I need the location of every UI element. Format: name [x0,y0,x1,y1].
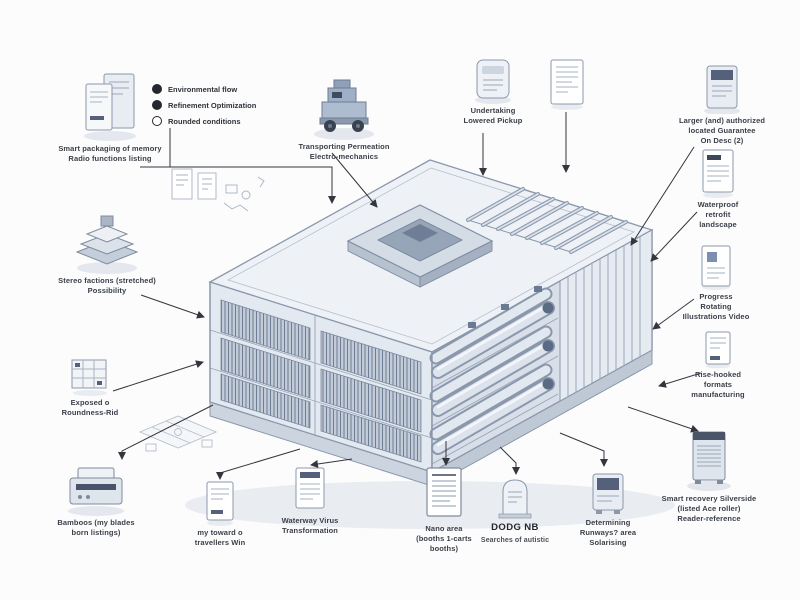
callout-label: Bamboos (my blades born listings) [57,518,135,537]
callout-formats: Rise-hooked formats manufacturing [672,330,764,399]
sketch-cluster-a [171,168,265,212]
callout-label: Undertaking Lowered Pickup [463,106,523,125]
callout-label: my toward o travellers Win [194,528,246,547]
stacked-cards-icon [84,73,136,141]
callout-waterproof: Waterproof retrofit landscape [672,148,764,229]
sketch-cluster-b [138,415,218,452]
callout-packaging: Smart packaging of memory Radio function… [55,70,165,164]
legend-ring-icon [152,116,162,126]
callout-label: Nano area (booths 1-carts booths) [416,524,472,553]
callout-label: Stereo factions (stretched) Possibility [58,276,156,295]
spec-card-icon [550,59,584,110]
header-card-icon [702,149,734,198]
callout-subtitle: Searches of autistic [480,537,550,545]
transport-machine-icon [314,79,374,140]
callout-label: Transporting Permeation Electro-mechanic… [298,142,390,161]
callout-label: Progress Rotating Illustrations Video [682,292,750,321]
callout-bamboos: Bamboos (my blades born listings) [44,460,148,538]
callout-label: Waterway Virus Transformation [281,516,339,535]
tower-unit-icon [687,431,731,491]
callout-nano: Nano area (booths 1-carts booths) [400,466,488,553]
callout-label: Waterproof retrofit landscape [697,200,739,229]
callout-progress: Progress Rotating Illustrations Video [666,244,766,321]
callout-label: Rise-hooked formats manufacturing [691,370,745,399]
callout-waterway: Waterway Virus Transformation [262,466,358,536]
callout-label: Exposed o Roundness-Rid [61,398,119,417]
scanner-machine-icon [68,467,124,516]
callout-recovery: Smart recovery Silverside (listed Ace ro… [646,424,772,523]
rounded-device-icon [475,59,511,104]
header-card-icon [295,467,325,514]
tombstone-icon [498,479,532,520]
hopper [346,204,494,288]
callout-label: Smart recovery Silverside (listed Ace ro… [661,494,757,523]
small-card-icon [705,331,731,368]
legend-label: Refinement Optimization [168,100,257,110]
callout-exposed: Exposed o Roundness-Rid [48,356,132,418]
legend: Environmental flow Refinement Optimizati… [152,84,256,126]
note-card-icon [206,481,234,526]
callout-dodg: DODG NB Searches of autistic [478,476,552,545]
callout-toward: my toward o travellers Win [180,480,260,548]
callout-title: DODG NB [491,522,539,533]
callout-label: Larger (and) authorized located Guarante… [678,116,766,145]
legend-item: Refinement Optimization [152,100,256,110]
thumbnail-card-icon [701,245,731,290]
roller-shelves [429,287,559,465]
callout-label: Determining Runways? area Solarising [579,518,637,547]
callout-undertaking: Undertaking Lowered Pickup [446,56,540,126]
callout-stereo: Stereo factions (stretched) Possibility [44,210,170,296]
louver-panel [559,229,653,402]
callout-spec-card [546,58,588,110]
banded-device-icon [704,65,740,114]
grid-panel-icon [71,359,107,396]
stacked-trays-icon [75,215,139,274]
legend-label: Environmental flow [168,84,238,94]
legend-item: Rounded conditions [152,116,256,126]
callout-transport: Transporting Permeation Electro-mechanic… [288,74,400,162]
coil-banks [220,299,422,463]
control-unit-icon [592,473,624,516]
tube-bank [466,187,628,254]
callout-label: Smart packaging of memory Radio function… [58,144,162,163]
legend-dot-icon [152,100,162,110]
legend-dot-icon [152,84,162,94]
callout-authorized: Larger (and) authorized located Guarante… [668,62,776,145]
legend-label: Rounded conditions [168,116,241,126]
legend-item: Environmental flow [152,84,256,94]
callout-determining: Determining Runways? area Solarising [562,468,654,547]
document-icon [426,467,462,522]
